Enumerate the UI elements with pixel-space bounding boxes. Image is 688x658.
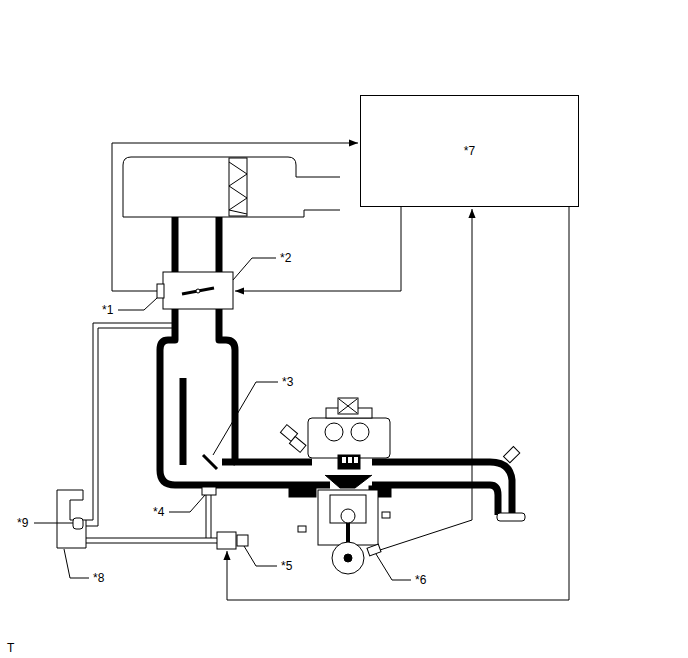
leader-line [213,382,278,455]
cylinder-head [308,418,390,458]
callout-number: *6 [414,574,427,586]
block-bolt [382,512,390,518]
callout-number: *7 [464,145,475,157]
exhaust-pipe [372,462,512,515]
air-cleaner [123,157,340,217]
oxygen-sensor [504,447,520,463]
vsv-port [73,518,83,529]
pressure-sensor [217,532,236,549]
camshaft [325,423,343,441]
throttle-valve [182,288,214,294]
signal-line [227,207,569,600]
callout-number: *2 [279,252,292,264]
leader-line [376,554,411,580]
exhaust-outlet [497,513,525,521]
signal-line [235,207,401,291]
leader-line [34,523,73,524]
camshaft [351,423,369,441]
block-bolt [298,526,306,532]
callout-number: *4 [152,506,165,518]
leader-line [233,258,276,280]
filter-pleats [229,162,247,214]
callout-number: *8 [92,572,105,584]
hose-fitting [202,487,216,495]
throttle-sensor [157,284,164,298]
sensor-connector [237,535,248,546]
control-valve [203,455,217,469]
intake-duct [219,217,312,462]
coil-mark [339,399,357,413]
ecu-box: *7 [360,95,579,207]
vacuum-hose [84,538,217,543]
leader-line [64,549,89,578]
callout-number: *3 [281,376,294,388]
intake-baffle [180,378,187,465]
intake-duct [160,217,330,485]
manifold-flange [289,486,316,497]
callout-number: *9 [16,517,29,529]
leader-line [118,298,157,310]
callout-number: *5 [280,560,293,572]
piston-pin [341,509,355,523]
leader-line [169,495,205,512]
callout-number: T [6,642,15,654]
leader-line [244,546,277,566]
vsv [57,490,86,548]
air-inlet [300,177,340,178]
signal-line [380,209,472,550]
crankshaft-pulley [332,542,364,574]
signal-line [112,143,358,291]
injector [289,436,306,452]
intake-duct [222,459,235,466]
spark-plug [338,455,360,469]
crank-sensor [367,544,381,556]
vacuum-hose [206,494,211,538]
coil [338,398,358,414]
combustion-chamber [325,475,372,488]
piston [330,495,366,523]
callout-number: *1 [101,304,114,316]
air-filter [229,158,247,216]
crankshaft-hub [344,554,352,562]
throttle-shaft [196,289,200,293]
throttle-body [163,272,233,309]
